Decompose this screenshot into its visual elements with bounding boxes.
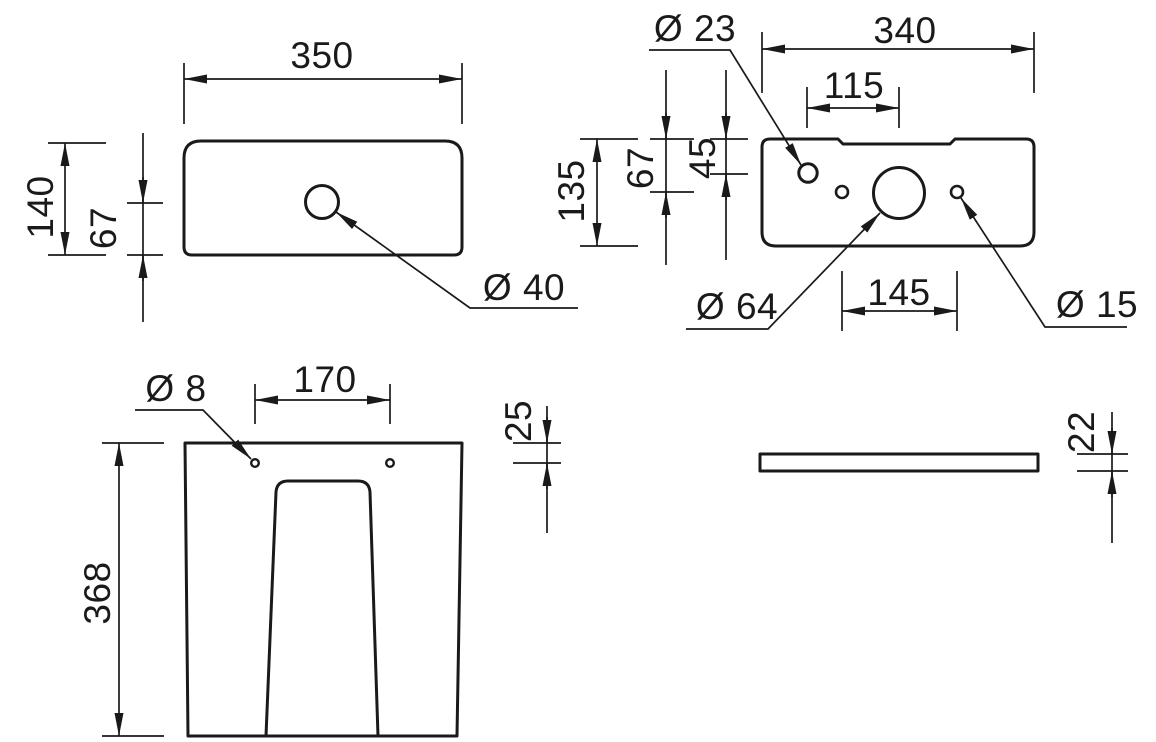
inlet-hole <box>797 162 819 184</box>
dim-tank-top-hole-spacing: 115 <box>806 65 900 128</box>
leader-inlet-hole-diameter: Ø 23 <box>649 8 802 166</box>
pedestal-fixing-hole-right <box>385 458 396 469</box>
dim-pedestal-height: 368 <box>77 442 164 737</box>
dim-label-tank-side-hole-drop: 67 <box>620 147 661 189</box>
leader-line <box>135 409 252 460</box>
dim-label-flush-hole-diameter: Ø 64 <box>696 286 778 327</box>
lid-button-hole <box>304 184 340 220</box>
dim-pedestal-hole-spacing: 170 <box>254 359 391 424</box>
leader-line <box>960 197 1127 328</box>
leader-line <box>686 212 881 330</box>
view-tank-bottom: 340 115 135 67 <box>551 8 1138 331</box>
dim-lid-hole-offset: 67 <box>83 133 163 322</box>
view-pedestal-back: 170 Ø 8 368 25 <box>77 359 561 738</box>
dim-label-pedestal-height: 368 <box>77 561 118 624</box>
pedestal-cutout <box>264 479 380 737</box>
leader-fixing-hole-diameter: Ø 15 <box>960 197 1138 328</box>
dim-label-tank-top-hole-spacing: 115 <box>824 65 885 106</box>
dim-label-tank-bottom-hole-spacing: 145 <box>867 272 930 313</box>
dim-label-lid-hole-diameter: Ø 40 <box>483 267 565 308</box>
dim-label-tank-depth: 135 <box>551 159 592 222</box>
dim-label-tank-inlet-hole-drop: 45 <box>682 137 723 179</box>
view-lid-top: 350 140 67 Ø 40 <box>20 35 578 322</box>
dim-label-lid-height: 140 <box>20 175 61 238</box>
flush-valve-hole <box>872 166 926 220</box>
dim-lid-width: 350 <box>183 35 463 124</box>
dim-lid-height: 140 <box>20 142 106 256</box>
pedestal-fixing-hole-left <box>249 458 260 469</box>
leader-line <box>335 211 578 309</box>
dim-tank-width: 340 <box>761 10 1035 93</box>
fixing-hole-left <box>834 184 850 200</box>
dim-pedestal-hole-drop: 25 <box>498 400 561 533</box>
dim-label-pedestal-hole-spacing: 170 <box>293 359 356 400</box>
leader-pedestal-hole-diameter: Ø 8 <box>135 368 252 460</box>
fixing-hole-right <box>949 184 965 200</box>
leader-flush-hole-diameter: Ø 64 <box>686 212 881 330</box>
dim-label-pedestal-hole-drop: 25 <box>498 400 539 442</box>
dim-label-lid-width: 350 <box>290 35 353 76</box>
dim-label-fixing-hole-diameter: Ø 15 <box>1056 284 1138 325</box>
dim-label-inlet-hole-diameter: Ø 23 <box>654 8 736 49</box>
dim-lid-thickness: 22 <box>1061 411 1128 543</box>
dim-label-lid-hole-offset: 67 <box>83 207 124 249</box>
pedestal-outline <box>183 441 464 738</box>
dim-tank-side-hole-drop: 67 <box>620 70 694 265</box>
dim-tank-depth: 135 <box>551 138 638 247</box>
lid-side-profile <box>758 452 1040 473</box>
leader-line <box>649 49 802 166</box>
dim-tank-bottom-hole-spacing: 145 <box>841 271 958 331</box>
dim-tank-inlet-hole-drop: 45 <box>682 70 748 260</box>
dim-label-lid-thickness: 22 <box>1061 411 1102 453</box>
leader-lid-hole-diameter: Ø 40 <box>335 211 578 309</box>
dim-label-pedestal-hole-diameter: Ø 8 <box>145 368 206 409</box>
dim-label-tank-width: 340 <box>873 10 936 51</box>
view-lid-side: 22 <box>758 411 1128 543</box>
